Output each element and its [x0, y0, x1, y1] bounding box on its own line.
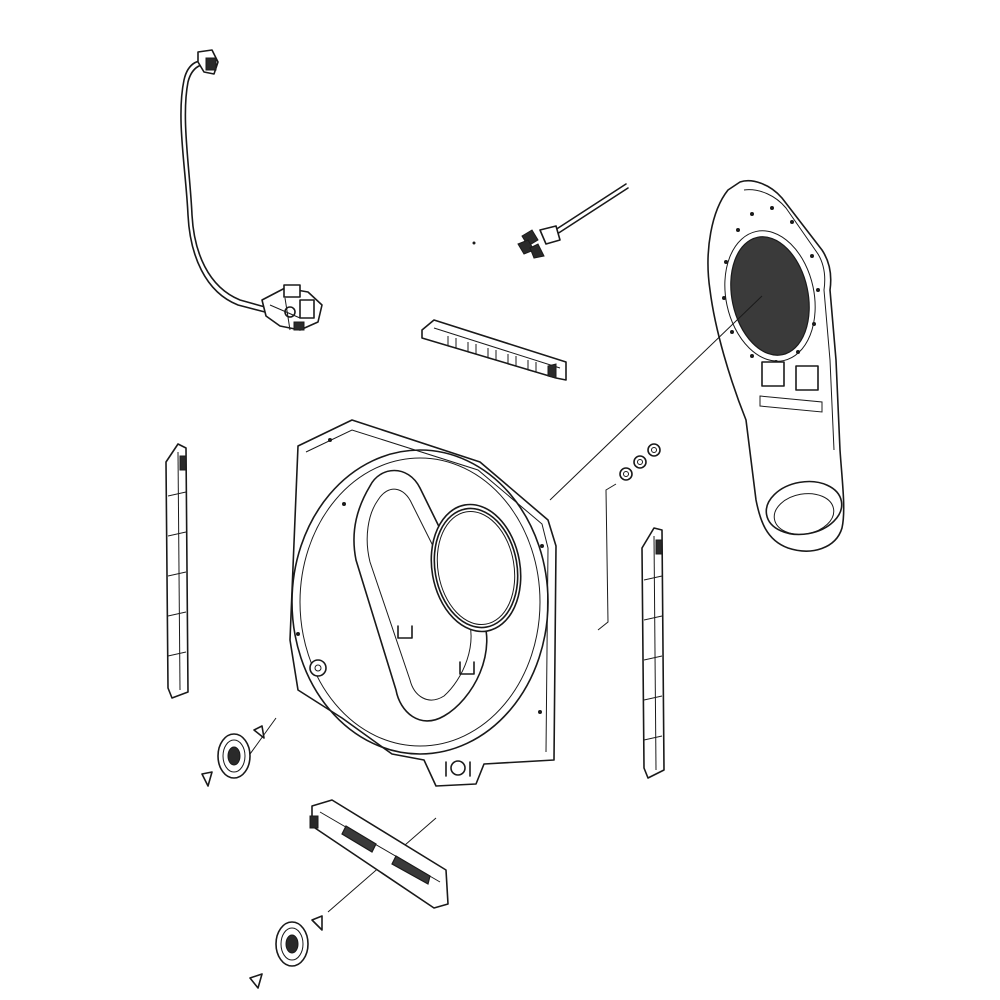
nut-set[interactable]	[619, 443, 661, 481]
bottom-support-bracket[interactable]	[309, 799, 449, 909]
right-side-rail[interactable]	[641, 527, 665, 779]
power-cord-and-valve[interactable]	[180, 49, 323, 331]
blower-duct-housing[interactable]	[707, 180, 846, 552]
rear-bulkhead-panel[interactable]	[289, 419, 557, 787]
top-bracket[interactable]	[421, 319, 567, 381]
upper-roller-wheel[interactable]	[201, 725, 265, 787]
left-side-rail[interactable]	[165, 443, 189, 699]
lower-roller-wheel[interactable]	[249, 915, 323, 989]
sensor-rod[interactable]	[472, 183, 629, 259]
